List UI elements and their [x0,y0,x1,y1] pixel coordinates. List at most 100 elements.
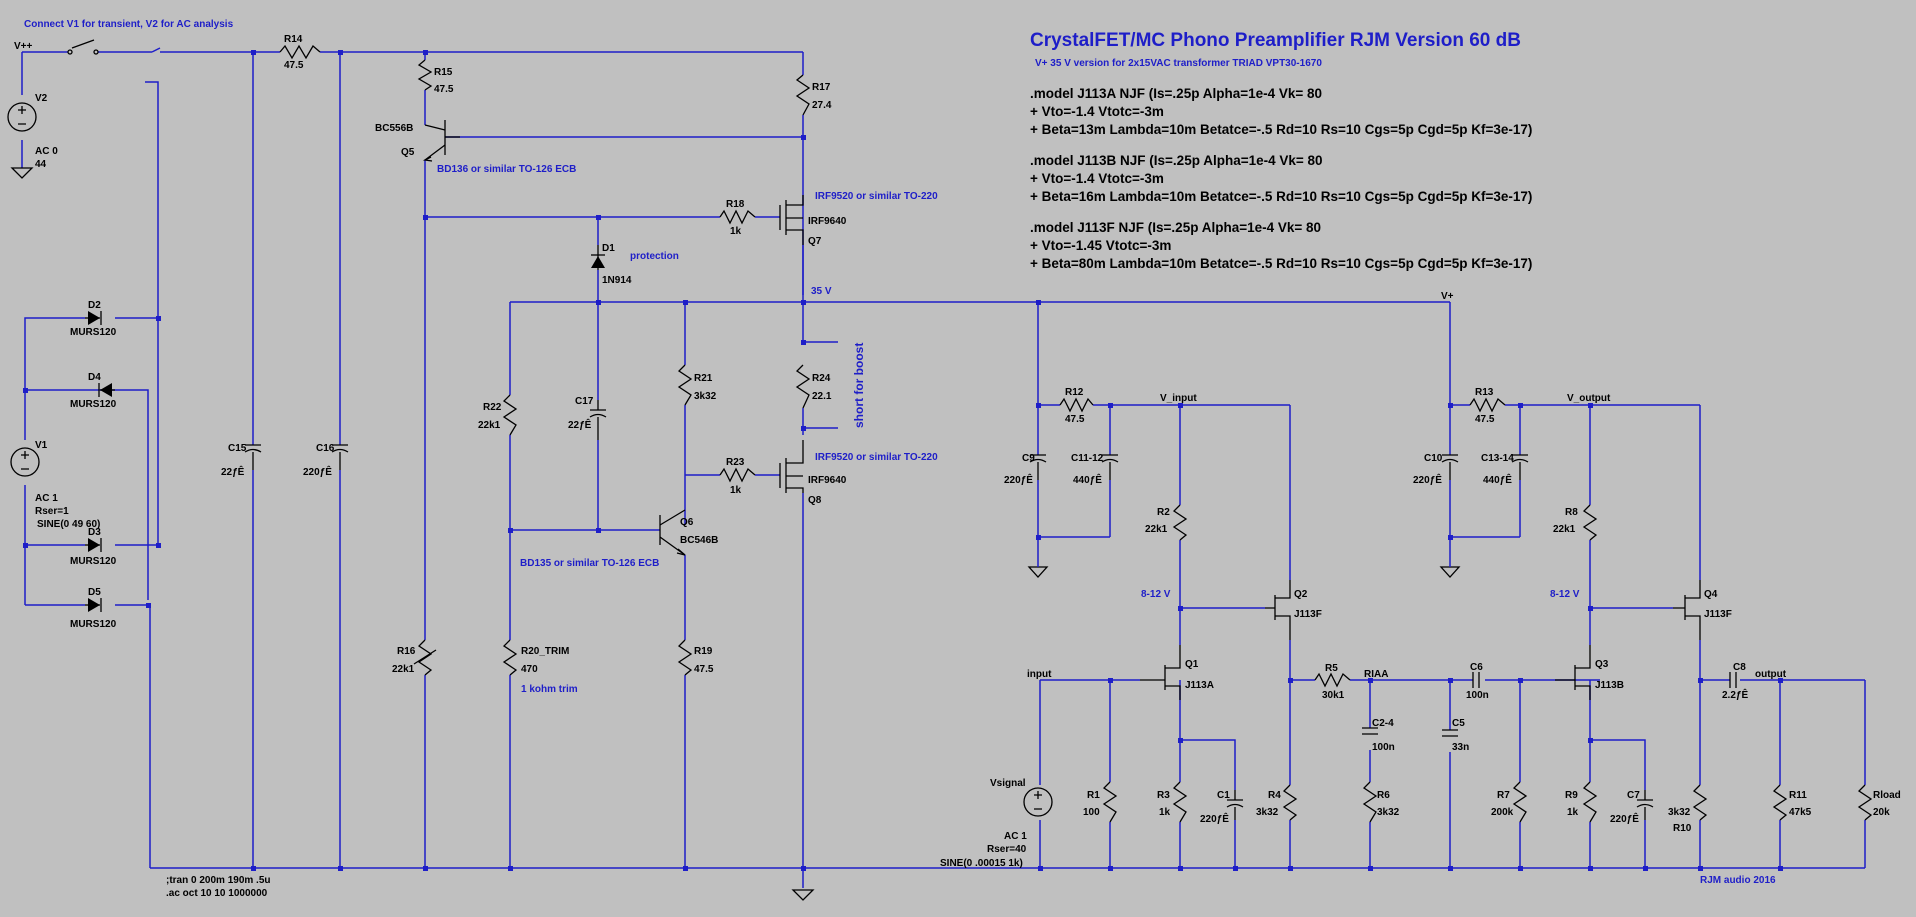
r2-name: R2 [1157,507,1170,518]
diodes [85,245,605,612]
q8-value: IRF9640 [808,475,847,486]
q4-value: J113F [1704,609,1732,620]
c11-12-value: 440ƒÊ [1073,473,1102,486]
r3-name: R3 [1157,790,1170,801]
component-labels: V2 AC 0 44 V1 AC 1 Rser=1 SINE(0 49 60) … [35,34,1901,869]
r22-name: R22 [483,402,502,413]
r8-name: R8 [1565,507,1578,518]
comment-bd136: BD136 or similar TO-126 ECB [437,164,576,175]
c5-name: C5 [1452,718,1465,729]
q1-value: J113A [1185,680,1214,691]
r16-value: 22k1 [392,664,415,675]
c11-12-name: C11-12 [1071,453,1104,464]
d4-value: MURS120 [70,399,117,410]
v1-name: V1 [35,440,48,451]
r7-name: R7 [1497,790,1510,801]
r23-value: 1k [730,485,742,496]
net-label-vpp: V++ [14,41,33,52]
r13-name: R13 [1475,387,1494,398]
d3-value: MURS120 [70,556,117,567]
d2-name: D2 [88,300,101,311]
header-block: CrystalFET/MC Phono Preamplifier RJM Ver… [1030,30,1532,271]
r15-name: R15 [434,67,453,78]
d2-value: MURS120 [70,327,117,338]
r15-value: 47.5 [434,84,454,95]
v2-name: V2 [35,93,48,104]
model-line-4: .model J113B NJF (Is=.25p Alpha=1e-4 Vk=… [1030,153,1323,168]
r4-value: 3k32 [1256,807,1279,818]
rload-value: 20k [1873,807,1890,818]
c8-value: 2.2ƒÊ [1722,688,1748,701]
r6-name: R6 [1377,790,1390,801]
d1-name: D1 [602,243,615,254]
d5-name: D5 [88,587,101,598]
q3-value: J113B [1595,680,1624,691]
mosfets [779,195,804,493]
r9-name: R9 [1565,790,1578,801]
c5-value: 33n [1452,742,1469,753]
q7-value: IRF9640 [808,216,847,227]
r5-name: R5 [1325,663,1338,674]
q7-name: Q7 [808,236,822,247]
r9-value: 1k [1567,807,1579,818]
c16-name: C16 [316,443,335,454]
r1-value: 100 [1083,807,1100,818]
model-line-2: + Vto=-1.4 Vtotc=-3m [1030,104,1164,119]
r5-value: 30k1 [1322,690,1345,701]
r12-value: 47.5 [1065,414,1085,425]
r18-name: R18 [726,199,745,210]
d1-value: 1N914 [602,275,632,286]
source-vsignal [1023,787,1053,817]
r14-value: 47.5 [284,60,304,71]
c9-name: C9 [1022,453,1035,464]
comment-protection: protection [630,251,679,262]
d5-value: MURS120 [70,619,117,630]
comment-connect: Connect V1 for transient, V2 for AC anal… [24,19,234,30]
q5-value: BC556B [375,123,413,134]
model-line-1: .model J113A NJF (Is=.25p Alpha=1e-4 Vk=… [1030,86,1322,101]
vsignal-value-2: Rser=40 [987,844,1027,855]
net-labels: V++ 35 V V+ V_input V_output 8-12 V 8-12… [14,41,1787,680]
r10-name: R10 [1673,823,1692,834]
v2-value-2: 44 [35,159,47,170]
c9-value: 220ƒÊ [1004,473,1033,486]
r20-value: 470 [521,664,538,675]
jfets [1140,580,1701,700]
source-v2 [7,102,37,179]
q4-name: Q4 [1704,589,1718,600]
bjt-transistors [422,120,686,556]
r19-name: R19 [694,646,713,657]
model-line-3: + Beta=13m Lambda=10m Betatce=-.5 Rd=10 … [1030,122,1532,137]
r4-name: R4 [1268,790,1281,801]
r19-value: 47.5 [694,664,714,675]
c17-name: C17 [575,396,594,407]
v1-value-2: Rser=1 [35,506,69,517]
d4-name: D4 [88,372,101,383]
r2-value: 22k1 [1145,524,1168,535]
r22-value: 22k1 [478,420,501,431]
net-label-35v: 35 V [811,286,832,297]
r16-name: R16 [397,646,416,657]
vsignal-name: Vsignal [990,778,1026,789]
c2-4-value: 100n [1372,742,1395,753]
comment-boost: short for boost [852,343,866,428]
model-line-9: + Beta=80m Lambda=10m Betatce=-.5 Rd=10 … [1030,256,1532,271]
c17-value: 22ƒÊ [568,418,592,431]
r23-name: R23 [726,457,745,468]
page-title: CrystalFET/MC Phono Preamplifier RJM Ver… [1030,30,1521,51]
q5-name: Q5 [401,147,415,158]
d3-name: D3 [88,527,101,538]
c10-name: C10 [1424,453,1443,464]
c16-value: 220ƒÊ [303,465,332,478]
q2-name: Q2 [1294,589,1308,600]
c1-value: 220ƒÊ [1200,812,1229,825]
r7-value: 200k [1491,807,1514,818]
model-line-5: + Vto=-1.4 Vtotc=-3m [1030,171,1164,186]
vsignal-value-3: SINE(0 .00015 1k) [940,858,1023,869]
v1-value-3: SINE(0 49 60) [37,519,100,530]
r6-value: 3k32 [1377,807,1400,818]
q1-name: Q1 [1185,659,1199,670]
r24-name: R24 [812,373,831,384]
r18-value: 1k [730,226,742,237]
